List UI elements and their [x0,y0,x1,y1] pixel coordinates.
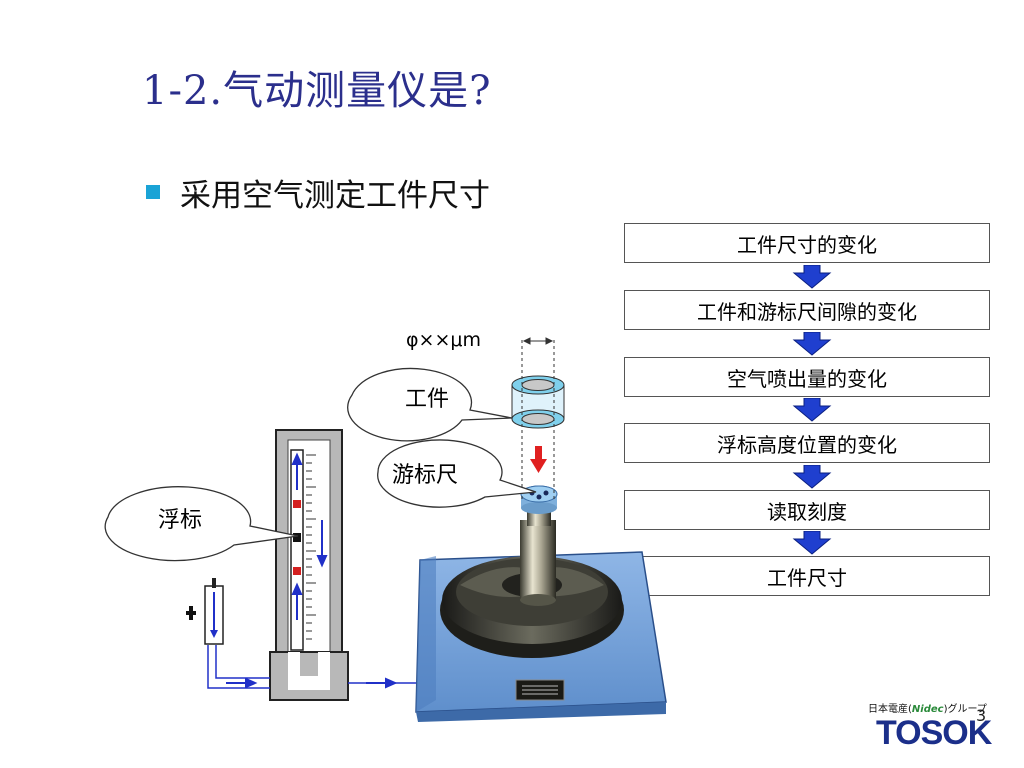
callout-bubbles [104,367,537,562]
gauge-spindle [520,485,558,606]
flow-arrow-down-icon [792,465,832,489]
logo-group-text: 日本電産(Nidec)グループ [868,704,987,715]
slide-title: 1-2.气动测量仪是? [142,68,492,114]
dimension-label: φ××μm [406,329,481,351]
flow-step-4: 浮标高度位置的变化 [624,423,990,463]
callout-workpiece-label: 工件 [405,387,450,412]
bullet-square-icon [146,185,160,199]
tosok-logo: 日本電産(Nidec)グループ TOSOK [868,700,1008,756]
workpiece-ring [511,375,565,429]
bullet-text: 采用空气测定工件尺寸 [180,177,490,214]
flow-arrow-down-icon [792,332,832,356]
logo-brand: TOSOK [876,714,992,752]
float-tube-column [269,429,349,701]
callout-gauge-label: 游标尺 [392,463,459,488]
flow-arrow-down-icon [792,265,832,289]
flow-step-1: 工件尺寸的变化 [624,223,990,263]
flow-step-2: 工件和游标尺间隙的变化 [624,290,990,330]
flow-step-6: 工件尺寸 [624,556,990,596]
bullet-row: 采用空气测定工件尺寸 [146,170,490,214]
page-number: 3 [976,706,987,725]
callout-float-label: 浮标 [158,508,203,533]
flow-arrow-down-icon [792,398,832,422]
flow-step-5: 读取刻度 [624,490,990,530]
flow-arrow-down-icon [792,531,832,555]
flow-step-3: 空气喷出量的变化 [624,357,990,397]
